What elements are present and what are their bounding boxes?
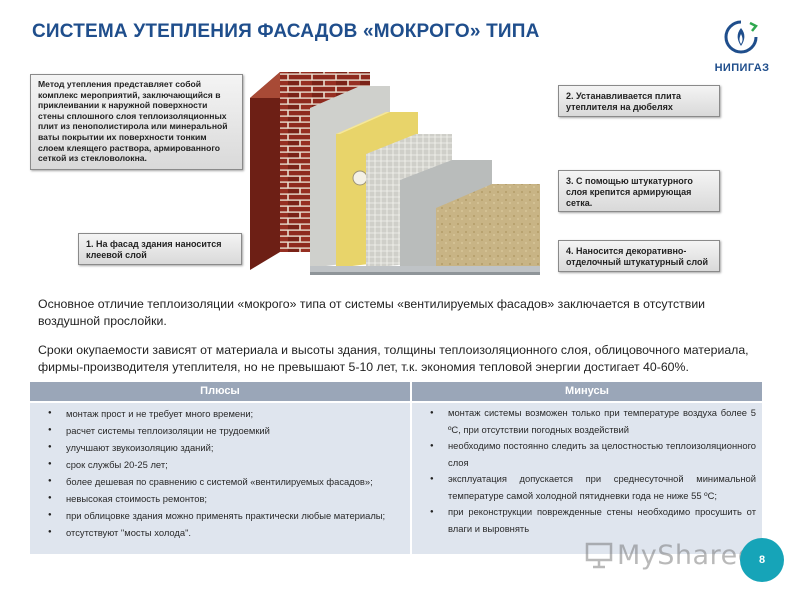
pros-item: расчет системы теплоизоляции не трудоемк… — [48, 422, 406, 439]
decorative-plaster — [436, 184, 540, 272]
step-1-callout: 1. На фасад здания наносится клеевой сло… — [78, 233, 242, 265]
anchor-dowel — [352, 170, 368, 186]
page-number-badge: 8 — [740, 538, 784, 582]
pros-list: монтаж прост и не требует много времени;… — [48, 405, 406, 541]
difference-paragraph: Основное отличие теплоизоляции «мокрого»… — [38, 297, 706, 328]
cons-list: монтаж системы возможен только при темпе… — [430, 405, 756, 537]
pros-item: отсутствуют "мосты холода". — [48, 524, 406, 541]
cons-column: монтаж системы возможен только при темпе… — [412, 403, 762, 554]
pros-column: монтаж прост и не требует много времени;… — [30, 403, 410, 554]
pros-item: невысокая стоимость ремонтов; — [48, 490, 406, 507]
cons-item: необходимо постоянно следить за целостно… — [430, 438, 756, 471]
watermark-text: MyShared — [617, 539, 756, 571]
intro-callout: Метод утепления представляет собой компл… — [30, 74, 243, 170]
pros-item: более дешевая по сравнению с системой «в… — [48, 473, 406, 490]
gas-flame-logo-icon — [724, 20, 758, 54]
step-3-callout: 3. С помощью штукатурного слоя крепится … — [558, 170, 720, 212]
step-2-callout: 2. Устанавливается плита утеплителя на д… — [558, 85, 720, 117]
pros-item: при облицовке здания можно применять пра… — [48, 507, 406, 524]
cons-item: эксплуатация допускается при среднесуточ… — [430, 471, 756, 504]
cons-item: монтаж системы возможен только при темпе… — [430, 405, 756, 438]
pros-item: срок службы 20-25 лет; — [48, 456, 406, 473]
company-logo: НИПИГАЗ — [700, 20, 784, 84]
cons-header: Минусы — [412, 382, 762, 401]
pros-item: монтаж прост и не требует много времени; — [48, 405, 406, 422]
presentation-board-icon — [585, 542, 613, 569]
starter-profile — [310, 266, 540, 272]
brick-wall-side — [250, 72, 280, 270]
logo-text: НИПИГАЗ — [714, 62, 770, 74]
pros-item: улучшают звукоизоляцию зданий; — [48, 439, 406, 456]
cons-item: при реконструкции поврежденные стены нео… — [430, 504, 756, 537]
step-4-callout: 4. Наносится декоративно-отделочный штук… — [558, 240, 720, 272]
facade-layers-illustration — [250, 72, 540, 275]
pros-cons-table: Плюсы Минусы монтаж прост и не требует м… — [30, 382, 762, 554]
pros-header: Плюсы — [30, 382, 410, 401]
watermark: MyShared — [585, 538, 755, 572]
page-title: СИСТЕМА УТЕПЛЕНИЯ ФАСАДОВ «МОКРОГО» ТИПА — [32, 21, 540, 42]
payback-paragraph: Сроки окупаемости зависят от материала и… — [38, 343, 749, 374]
